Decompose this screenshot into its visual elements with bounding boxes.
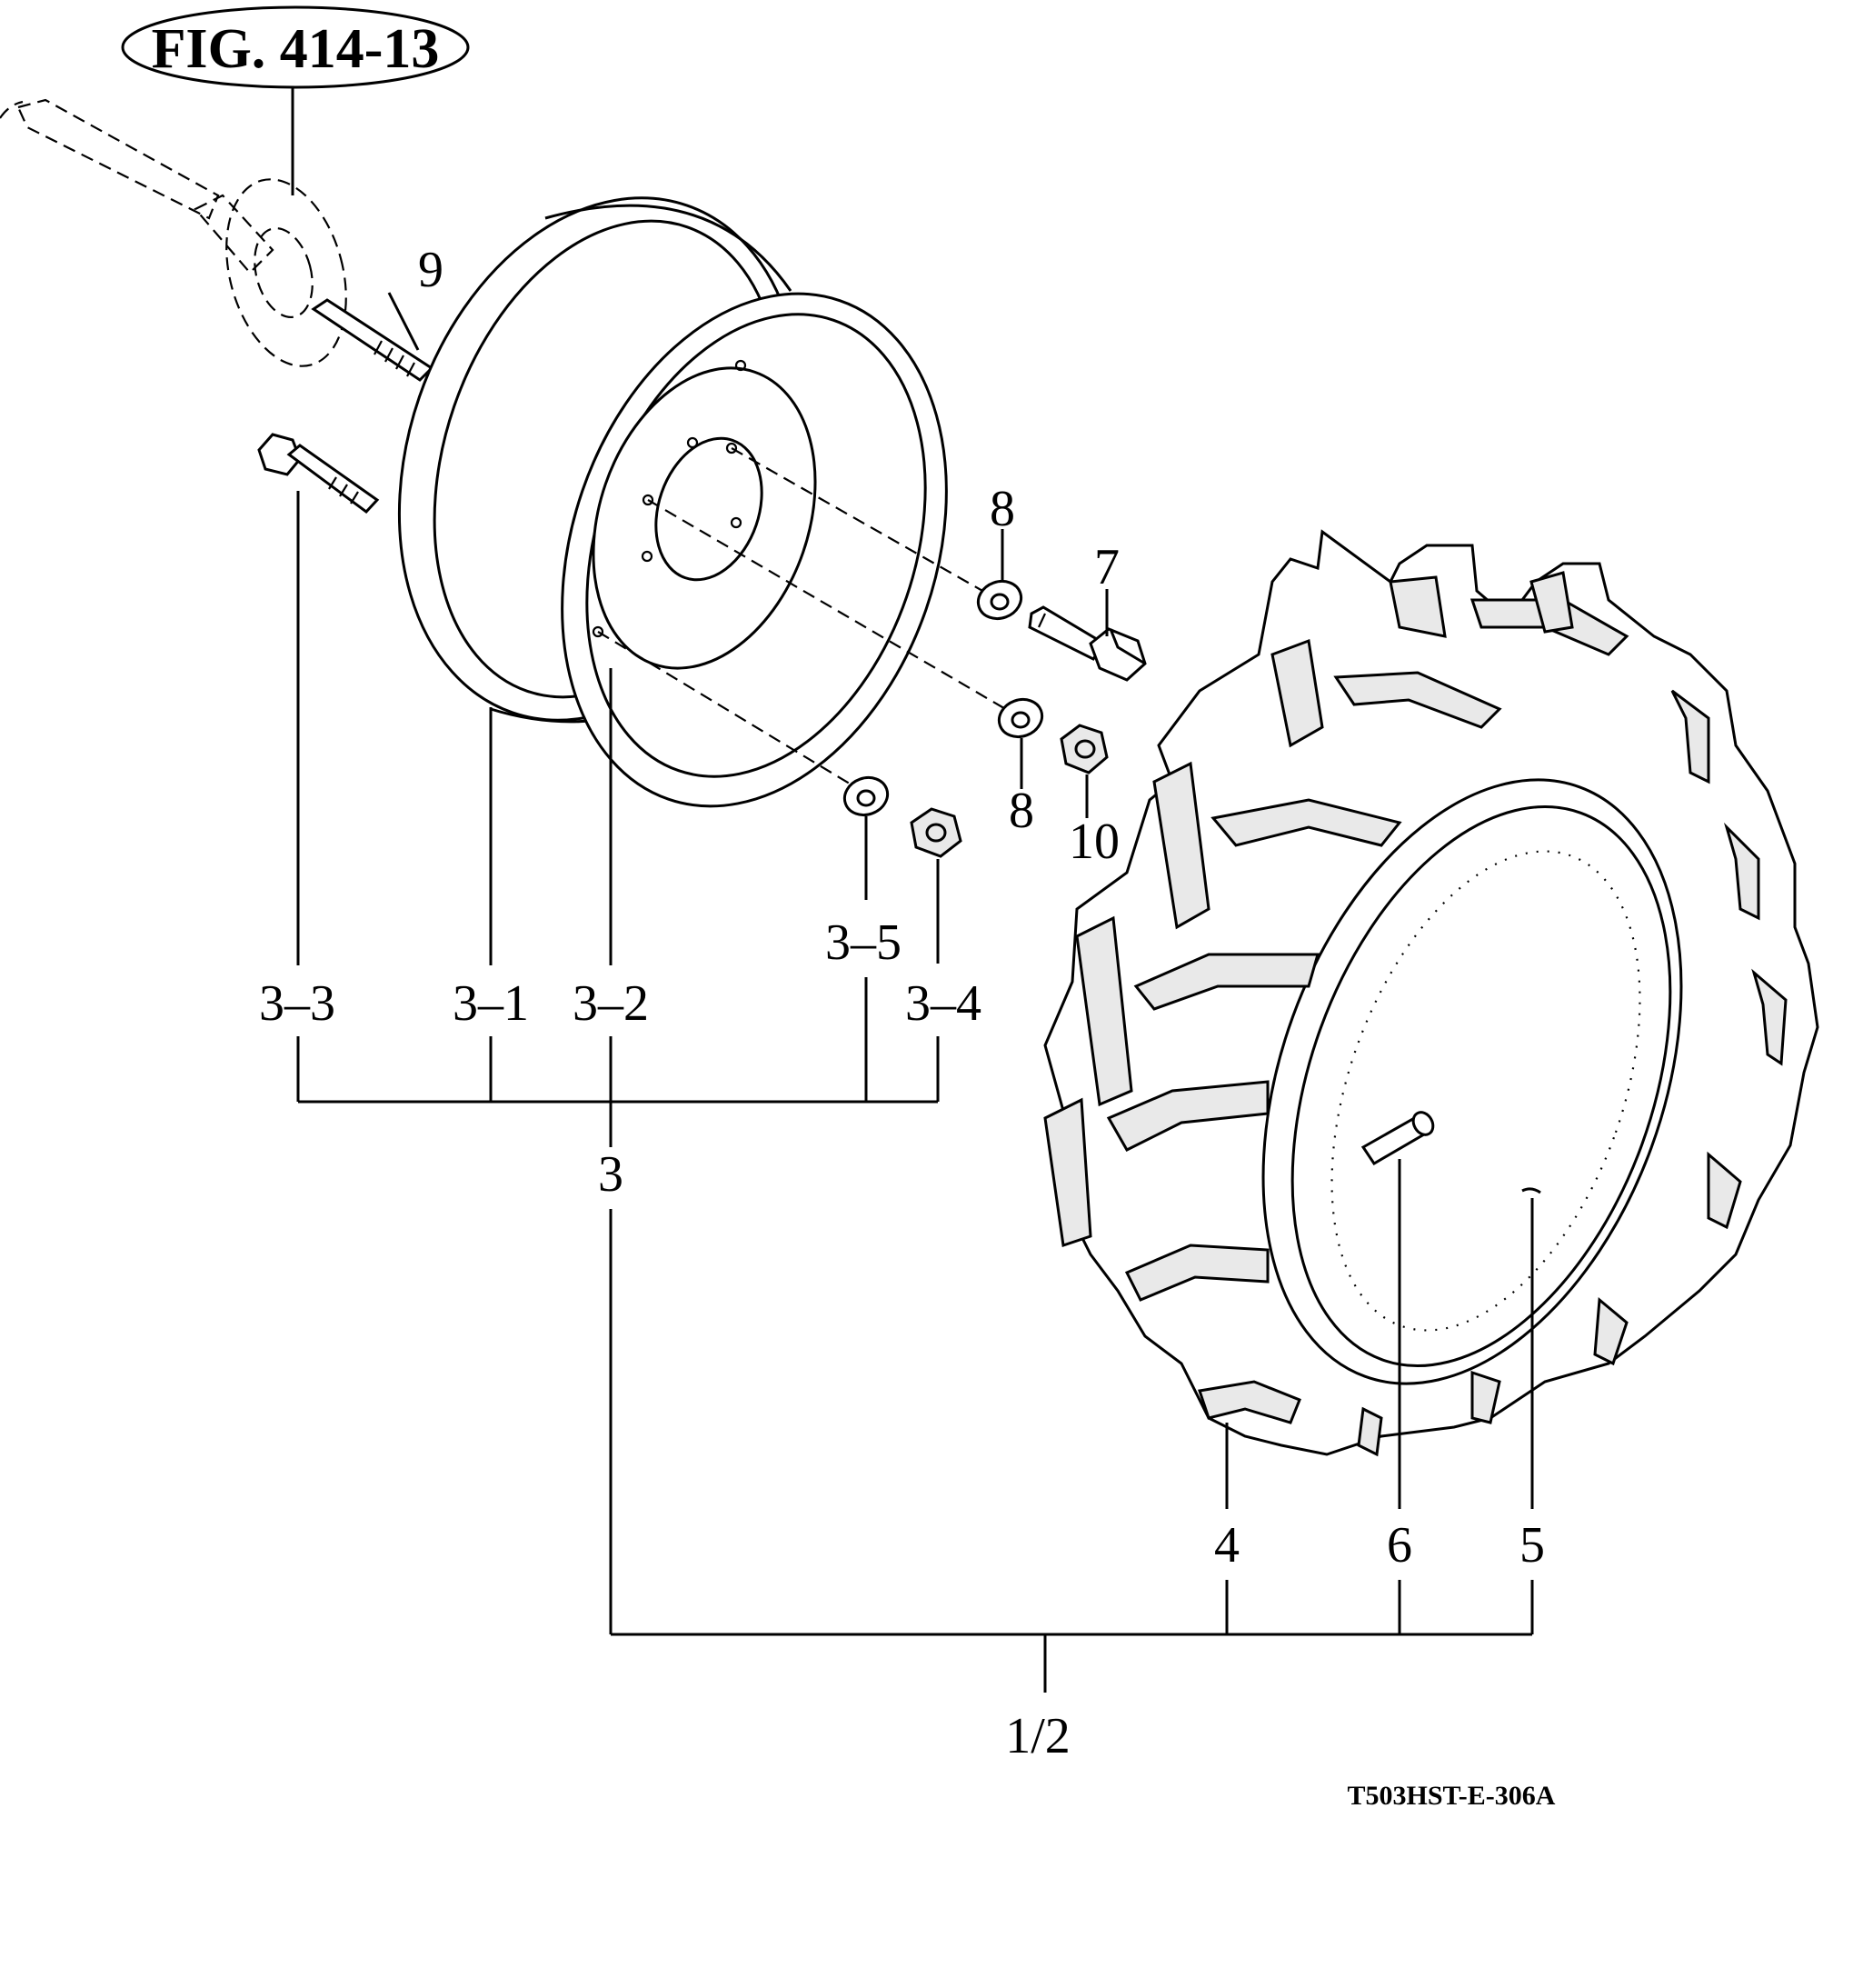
washer-part-8-upper[interactable] — [973, 575, 1027, 624]
axle-reference-outline — [0, 98, 347, 367]
bracket-assembly-3 — [296, 977, 940, 1147]
nut-part-3-4[interactable] — [910, 807, 962, 858]
washer-part-8-lower[interactable] — [994, 694, 1048, 743]
callout-6[interactable]: 6 — [1387, 1517, 1412, 1573]
nut-part-10[interactable] — [1060, 724, 1109, 774]
callout-3-2[interactable]: 3–2 — [573, 975, 649, 1032]
callout-3-1[interactable]: 3–1 — [453, 975, 529, 1032]
callout-3-4[interactable]: 3–4 — [905, 975, 981, 1032]
assembly-centerlines — [597, 447, 1014, 792]
drawing-number: T503HST-E-306A — [1348, 1781, 1556, 1811]
valve-stem-part-6[interactable] — [1360, 1109, 1437, 1166]
bracket-assembly-1-2 — [609, 1209, 1534, 1693]
tire-part-4[interactable] — [1043, 529, 1819, 1457]
washer-part-3-5[interactable] — [840, 772, 893, 821]
inner-tube-part-5[interactable] — [1272, 809, 1699, 1372]
callout-8-upper[interactable]: 8 — [990, 481, 1015, 537]
leader-9 — [387, 292, 420, 351]
callout-3-3[interactable]: 3–3 — [259, 975, 335, 1032]
callout-10[interactable]: 10 — [1069, 814, 1120, 870]
wheel-disc-part-3-2[interactable] — [555, 338, 853, 698]
callout-8-lower[interactable]: 8 — [1009, 783, 1034, 839]
figure-reference-label: FIG. 414-13 — [152, 18, 440, 80]
callout-1-2[interactable]: 1/2 — [1005, 1708, 1071, 1764]
callout-4[interactable]: 4 — [1214, 1517, 1240, 1573]
callout-3[interactable]: 3 — [598, 1146, 623, 1203]
callout-3-5[interactable]: 3–5 — [825, 914, 902, 971]
callout-9[interactable]: 9 — [418, 242, 443, 298]
rim-bolt-part-3-3[interactable] — [257, 433, 380, 514]
figure-reference-badge[interactable]: FIG. 414-13 — [121, 5, 470, 195]
callout-7[interactable]: 7 — [1094, 539, 1120, 595]
callout-5[interactable]: 5 — [1519, 1517, 1545, 1573]
hub-bolt-part-7[interactable] — [1028, 605, 1147, 682]
